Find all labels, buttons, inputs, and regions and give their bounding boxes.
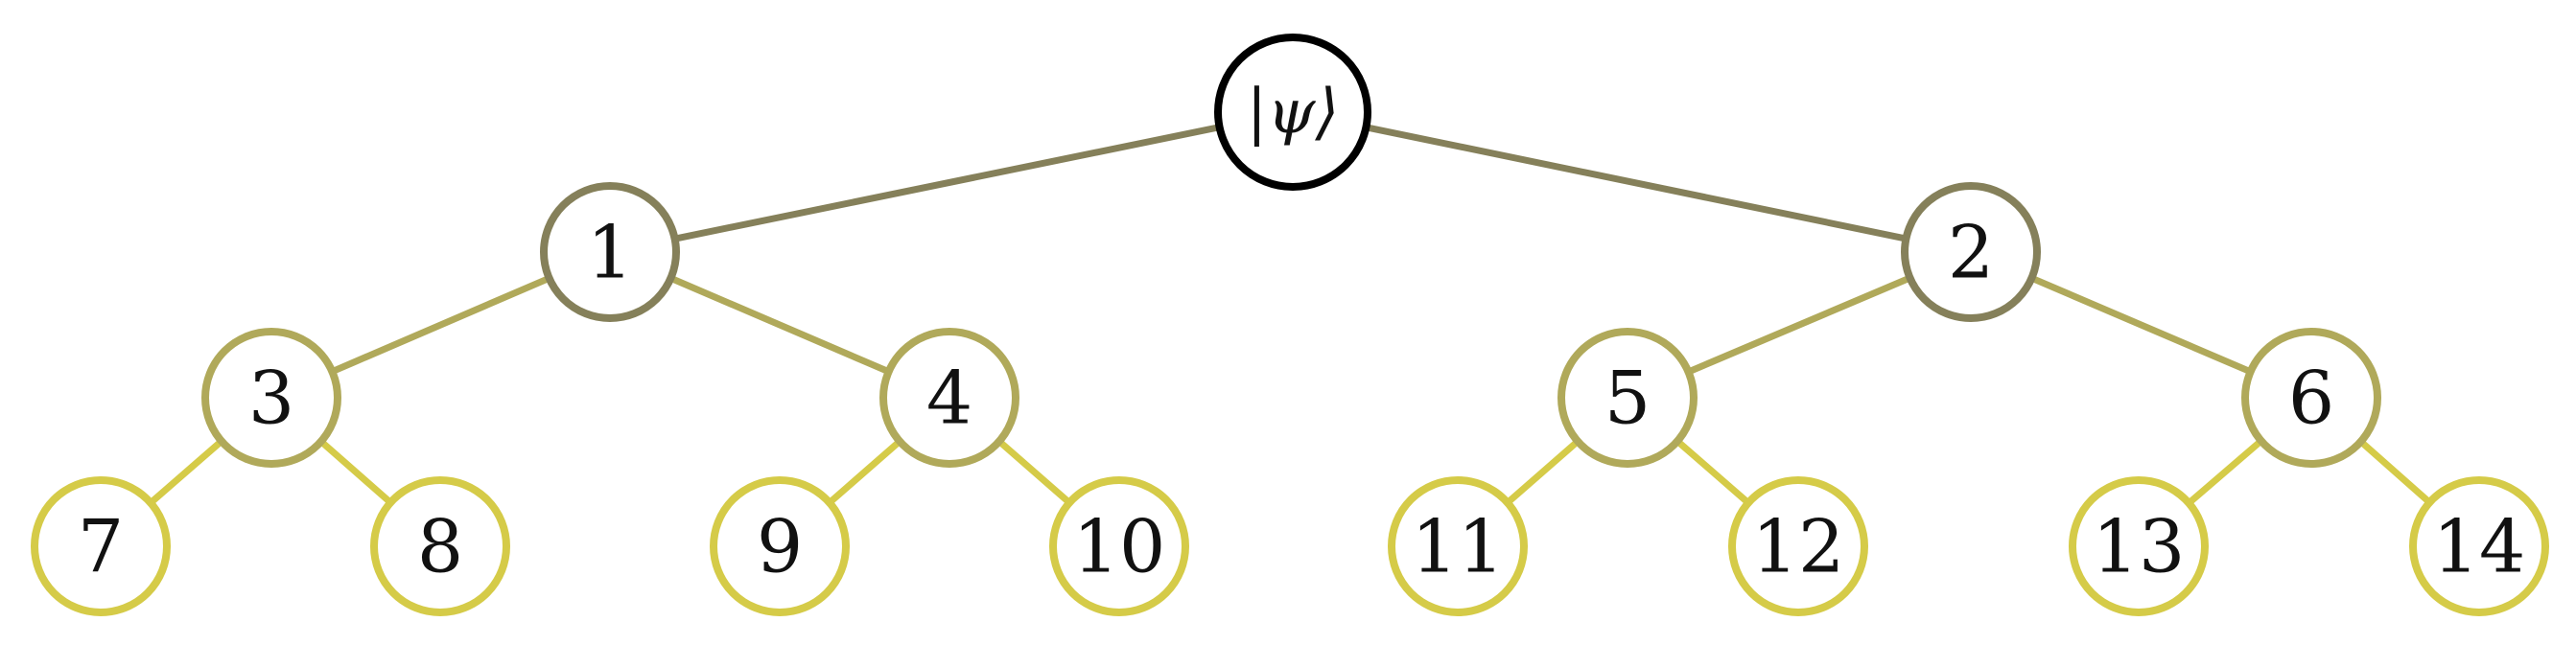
tree-node-7: 7 <box>31 476 171 616</box>
edge-n1-n4 <box>667 274 893 376</box>
node-circle <box>201 328 341 468</box>
edge-n5-n11 <box>1504 437 1581 507</box>
tree-node-10: 10 <box>1049 476 1189 616</box>
node-label: 4 <box>926 356 972 441</box>
tree-node-1: 1 <box>540 182 680 322</box>
node-label: 8 <box>417 504 463 589</box>
root-node-circle <box>1214 34 1371 191</box>
node-label: 11 <box>1412 504 1505 589</box>
node-label: 3 <box>248 356 294 441</box>
node-circle <box>2409 476 2549 616</box>
node-circle <box>31 476 171 616</box>
tree-node-8: 8 <box>370 476 510 616</box>
tree-node-6: 6 <box>2241 328 2381 468</box>
tree-node-5: 5 <box>1557 328 1698 468</box>
edge-root-n1 <box>671 124 1224 242</box>
node-label: 12 <box>1752 504 1845 589</box>
node-circle <box>2241 328 2381 468</box>
tree-node-12: 12 <box>1728 476 1868 616</box>
node-label: 10 <box>1073 504 1166 589</box>
node-circle <box>1557 328 1698 468</box>
edge-n6-n13 <box>2185 437 2265 507</box>
edge-n2-n6 <box>2027 274 2255 376</box>
node-circle <box>710 476 850 616</box>
node-label: 13 <box>2093 504 2186 589</box>
node-label: 1 <box>587 210 633 295</box>
node-label: 9 <box>757 504 803 589</box>
edge-root-n2 <box>1362 124 1909 242</box>
edge-n3-n8 <box>317 438 394 506</box>
edge-n4-n9 <box>826 437 903 507</box>
edge-n4-n10 <box>995 437 1073 507</box>
tree-node-11: 11 <box>1388 476 1528 616</box>
root-node: |ψ⟩ <box>1214 34 1371 191</box>
tree-node-3: 3 <box>201 328 341 468</box>
edge-n3-n7 <box>147 437 225 507</box>
tree-node-2: 2 <box>1901 182 2041 322</box>
tree-edges <box>147 124 2433 507</box>
node-circle <box>1728 476 1868 616</box>
node-label: 14 <box>2433 504 2526 589</box>
node-label: 5 <box>1604 356 1651 441</box>
node-circle <box>1901 182 2041 322</box>
edge-n1-n3 <box>328 274 553 376</box>
tree-node-13: 13 <box>2069 476 2209 616</box>
node-circle <box>1388 476 1528 616</box>
node-circle <box>540 182 680 322</box>
node-label: 2 <box>1948 210 1994 295</box>
node-label: 7 <box>78 504 124 589</box>
node-label: 6 <box>2288 356 2334 441</box>
tree-node-14: 14 <box>2409 476 2549 616</box>
tree-node-9: 9 <box>710 476 850 616</box>
edge-n5-n12 <box>1674 437 1752 507</box>
node-circle <box>370 476 510 616</box>
node-circle <box>2069 476 2209 616</box>
root-node-label: |ψ⟩ <box>1247 77 1340 148</box>
edge-n6-n14 <box>2357 438 2433 506</box>
node-circle <box>879 328 1019 468</box>
tree-node-4: 4 <box>879 328 1019 468</box>
node-circle <box>1049 476 1189 616</box>
edge-n2-n5 <box>1685 274 1913 376</box>
